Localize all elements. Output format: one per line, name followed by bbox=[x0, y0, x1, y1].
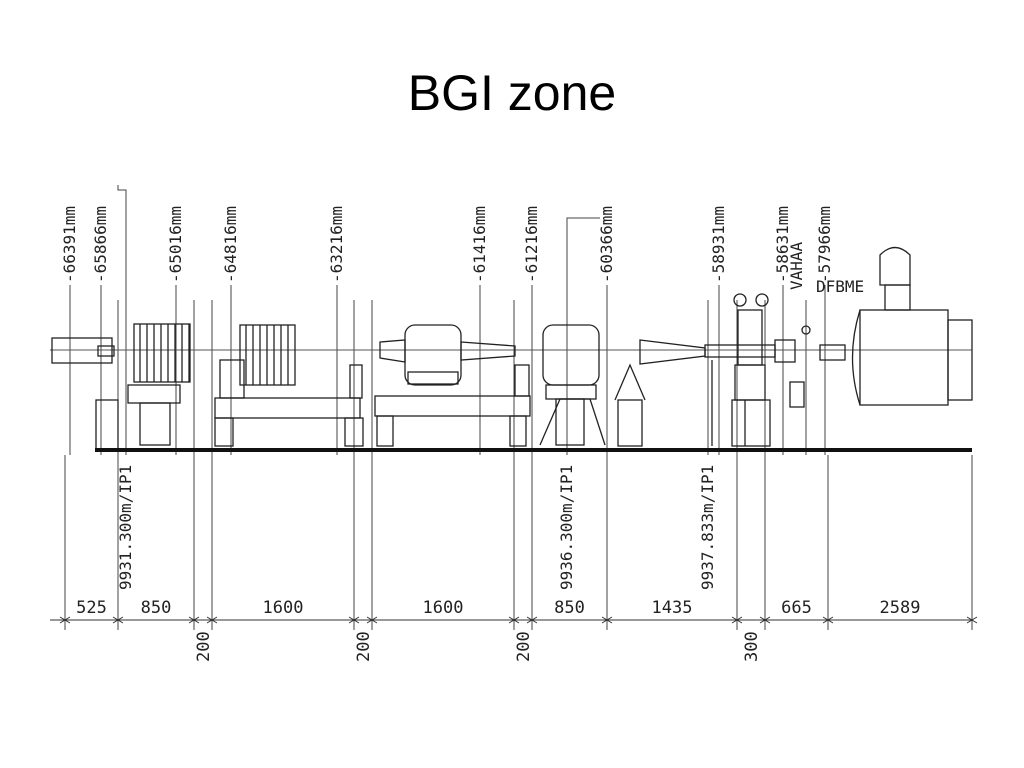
position-label: -57966mm bbox=[815, 206, 834, 283]
cryostat-extension bbox=[947, 319, 973, 401]
cryostat-dome bbox=[879, 246, 911, 286]
equipment-label: DFBME bbox=[816, 277, 864, 296]
dimension-arrow bbox=[353, 616, 360, 624]
position-label: -63216mm bbox=[327, 206, 346, 283]
cryostat-vessel bbox=[859, 309, 949, 406]
dimension-value: 300 bbox=[742, 631, 762, 662]
dimension-value: 200 bbox=[194, 631, 214, 662]
valve-body bbox=[774, 339, 796, 363]
bgi-stand bbox=[731, 399, 771, 447]
magnet-stand bbox=[555, 398, 585, 446]
dimension-value: 850 bbox=[141, 598, 172, 618]
dimension-line: 525 850 200 1600 200 1600 200 850 1435 300 665 2589 bbox=[50, 598, 978, 662]
table-bracket bbox=[219, 359, 245, 399]
position-label: -61216mm bbox=[522, 206, 541, 283]
bgi-body bbox=[734, 364, 766, 401]
dimension-arrow bbox=[193, 616, 200, 624]
beam-pipe-cone bbox=[639, 339, 706, 365]
magnet-stand bbox=[139, 402, 171, 446]
dimension-value: 665 bbox=[781, 598, 812, 618]
dimension-arrow bbox=[117, 616, 124, 624]
dimension-value: 1435 bbox=[652, 598, 693, 618]
flange bbox=[819, 344, 846, 361]
leader-ip1-a bbox=[117, 185, 127, 310]
beamline-equipment bbox=[51, 246, 973, 451]
tripod-stand bbox=[539, 398, 606, 446]
table-bracket bbox=[349, 364, 363, 399]
position-label: -65866mm bbox=[91, 206, 110, 283]
position-labels: -66391mm -65866mm -65016mm -64816mm -63216mm… bbox=[60, 206, 834, 283]
equipment-labels: VAHAA DFBME bbox=[787, 241, 864, 296]
table-leg bbox=[214, 417, 234, 447]
table-leg bbox=[376, 415, 394, 447]
dimension-arrow bbox=[513, 616, 520, 624]
dimension-arrow bbox=[64, 616, 71, 624]
dimension-value: 850 bbox=[554, 598, 585, 618]
bgi-gauge bbox=[755, 293, 769, 307]
magnet-housing-round bbox=[542, 324, 600, 386]
reference-label: 9931.300m/IP1 bbox=[116, 465, 135, 590]
position-label: -64816mm bbox=[221, 206, 240, 283]
magnet-foot bbox=[407, 371, 459, 385]
dimension-arrow bbox=[827, 616, 834, 624]
magnet-housing bbox=[133, 323, 191, 383]
position-label: -65016mm bbox=[166, 206, 185, 283]
dimension-arrow bbox=[211, 616, 218, 624]
dimension-arrow bbox=[606, 616, 613, 624]
tapered-pipe bbox=[379, 339, 406, 363]
reference-label: 9937.833m/IP1 bbox=[698, 465, 717, 590]
dimension-arrow bbox=[764, 616, 771, 624]
position-label: -66391mm bbox=[60, 206, 79, 283]
small-gauge bbox=[801, 325, 811, 335]
dimension-value: 200 bbox=[514, 631, 534, 662]
guide-lines bbox=[50, 185, 973, 630]
dimension-value: 2589 bbox=[880, 598, 921, 618]
pump-body bbox=[789, 381, 805, 408]
reference-label: 9936.300m/IP1 bbox=[557, 465, 576, 590]
dimension-value: 525 bbox=[76, 598, 107, 618]
tapered-pipe bbox=[460, 341, 516, 361]
dimension-arrow bbox=[971, 616, 978, 624]
dimension-arrow bbox=[371, 616, 378, 624]
support-pedestal bbox=[617, 399, 643, 447]
position-label: -58931mm bbox=[709, 206, 728, 283]
dimension-arrow bbox=[531, 616, 538, 624]
dimension-value: 200 bbox=[354, 631, 374, 662]
reference-labels: 9931.300m/IP1 9936.300m/IP1 9937.833m/IP1 bbox=[116, 465, 717, 590]
table-bracket bbox=[514, 364, 530, 397]
support-table bbox=[214, 397, 361, 419]
position-label: -60366mm bbox=[597, 206, 616, 283]
dimension-value: 1600 bbox=[423, 598, 464, 618]
cryostat-neck bbox=[884, 284, 911, 311]
slide-title: BGI zone bbox=[407, 65, 617, 121]
leader-ip1-b bbox=[566, 217, 600, 320]
bgi-gauge bbox=[733, 293, 747, 307]
position-label: -61416mm bbox=[470, 206, 489, 283]
magnet-base bbox=[127, 384, 181, 404]
table-leg bbox=[344, 417, 364, 447]
position-label: -58631mm bbox=[773, 206, 792, 283]
pedestal-cone bbox=[614, 363, 646, 401]
flange bbox=[97, 345, 115, 357]
dimension-value: 1600 bbox=[263, 598, 304, 618]
support-table bbox=[374, 395, 531, 417]
dimension-arrow bbox=[736, 616, 743, 624]
table-leg bbox=[509, 415, 527, 447]
magnet-housing-round bbox=[404, 324, 462, 386]
magnet-base bbox=[545, 384, 597, 400]
support-pedestal bbox=[95, 399, 119, 451]
equipment-label: VAHAA bbox=[787, 241, 806, 290]
cryostat-end bbox=[851, 309, 861, 406]
pipe-section bbox=[51, 337, 113, 364]
